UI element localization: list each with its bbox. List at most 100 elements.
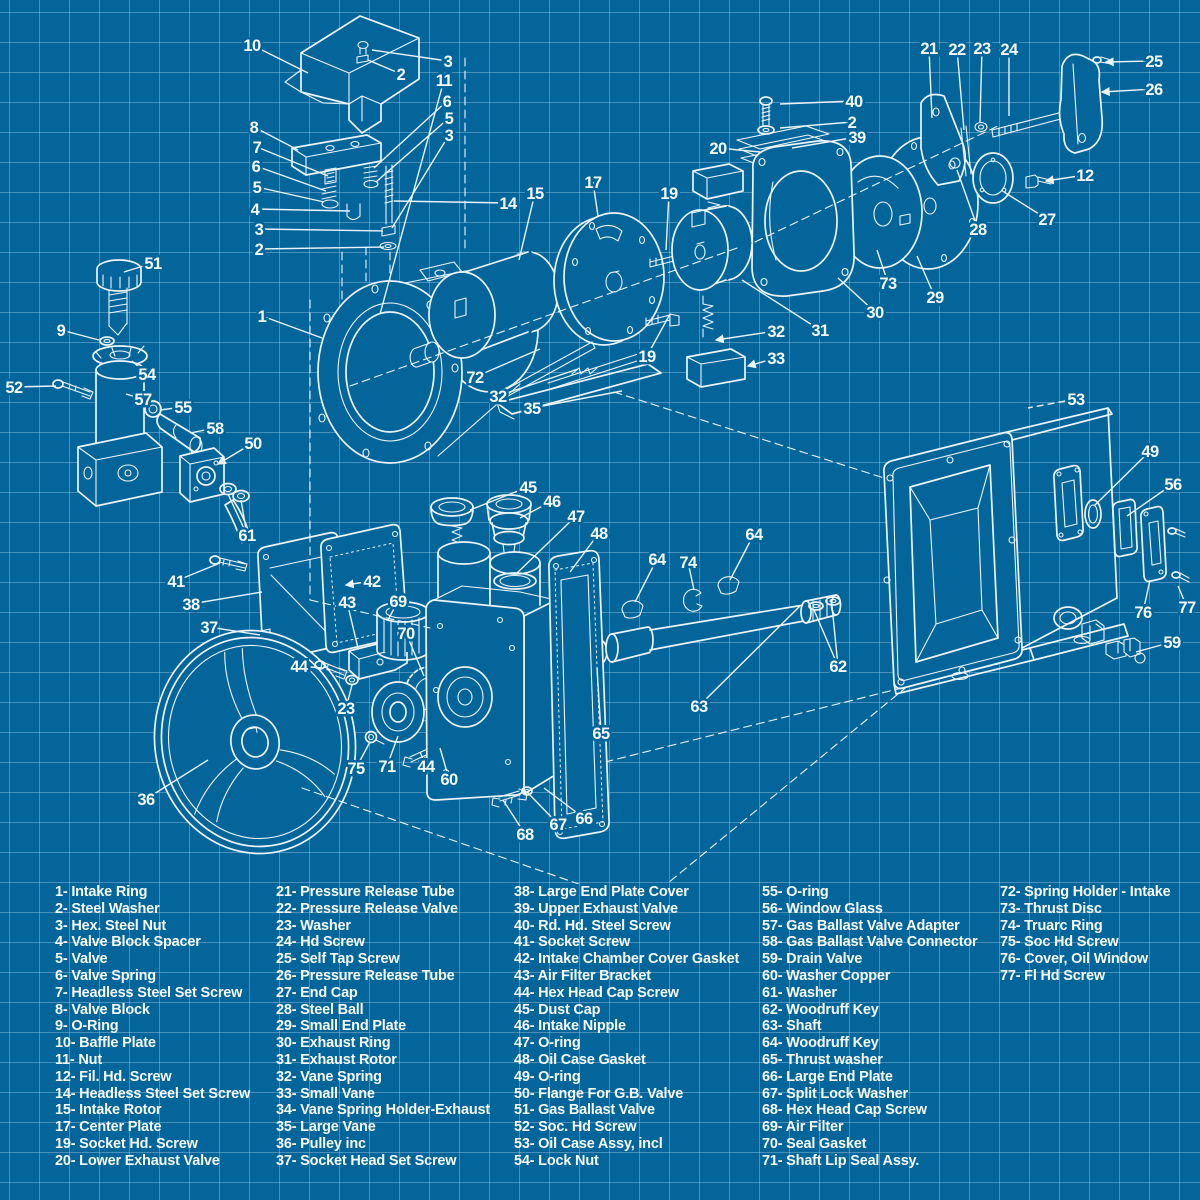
exploded-diagram: 1032116538765432141517194023920212223242… xyxy=(5,15,1197,884)
callout-label: 58 xyxy=(206,420,224,438)
callout-label: 10 xyxy=(243,37,261,55)
part-entry: 76- Cover, Oil Window xyxy=(1000,951,1148,968)
callout-label: 59 xyxy=(1163,634,1181,652)
part-entry: 54- Lock Nut xyxy=(514,1152,599,1169)
exhaust-rotor xyxy=(671,205,753,291)
callout-leader xyxy=(216,442,254,465)
part-entry: 14- Headless Steel Set Screw xyxy=(55,1085,251,1102)
callout-leader xyxy=(527,792,559,825)
part-entry: 26- Pressure Release Tube xyxy=(276,967,455,984)
callout-label: 23 xyxy=(337,700,355,718)
callout-leader xyxy=(646,313,671,357)
callout-leader xyxy=(175,562,221,582)
callout-leader xyxy=(346,601,359,649)
callout-leader xyxy=(1100,87,1155,97)
large-end-plate xyxy=(425,525,561,801)
callout-label: 33 xyxy=(767,350,785,368)
callout-label: 72 xyxy=(466,369,484,387)
shaft-lip-seal-71 xyxy=(371,681,425,743)
callout-label: 1 xyxy=(258,308,267,326)
callout-leader xyxy=(497,368,579,397)
callout-label: 6 xyxy=(443,93,452,111)
part-entry: 63- Shaft xyxy=(762,1018,822,1035)
callout-label: 68 xyxy=(516,826,534,844)
callout-label: 74 xyxy=(679,554,698,572)
spring-holder-intake xyxy=(1058,53,1113,154)
callout-leader xyxy=(469,486,529,511)
callout-label: 70 xyxy=(397,625,415,643)
callout-leader xyxy=(729,533,755,581)
callout-leader xyxy=(131,360,148,375)
callout-label: 63 xyxy=(690,698,708,716)
callout-label: 55 xyxy=(174,399,192,417)
callout-leader xyxy=(791,136,858,149)
callout-leader xyxy=(386,735,399,767)
callout-leader xyxy=(261,315,323,339)
part-entry: 6- Valve Spring xyxy=(55,967,156,984)
part-entry: 3- Hex. Steel Nut xyxy=(55,917,167,934)
callout-label: 67 xyxy=(549,816,567,834)
callout-leader xyxy=(208,626,261,636)
callout-label: 8 xyxy=(250,119,259,137)
small-vane xyxy=(686,348,746,388)
callout-leader xyxy=(371,49,449,62)
callout-leader xyxy=(298,665,323,669)
cap-screw-44-washer-23 xyxy=(314,660,359,686)
window-cover-76 xyxy=(1140,505,1167,583)
part-entry: 65- Thrust washer xyxy=(762,1051,883,1068)
callout-label: 3 xyxy=(444,53,453,71)
gb-connector-58 xyxy=(156,413,203,456)
callout-leader xyxy=(1044,174,1086,185)
part-entry: 70- Seal Gasket xyxy=(762,1135,867,1152)
part-entry: 17- Center Plate xyxy=(55,1119,162,1136)
part-entry: 53- Oil Case Assy, incl xyxy=(514,1135,663,1152)
callout-leader xyxy=(375,117,450,183)
construction-lines xyxy=(301,124,1001,884)
callout-leader xyxy=(592,181,599,217)
gas-ballast-valve xyxy=(96,259,142,336)
part-entry: 40- Rd. Hd. Steel Screw xyxy=(514,917,671,934)
part-entry: 36- Pulley inc xyxy=(276,1135,366,1152)
callout-leader xyxy=(474,348,541,378)
part-entry: 42- Intake Chamber Cover Gasket xyxy=(514,951,740,968)
callout-label: 29 xyxy=(926,289,944,307)
gb-adapter-57 xyxy=(77,360,163,507)
part-entry: 68- Hex Head Cap Screw xyxy=(762,1102,927,1119)
callout-leader xyxy=(876,249,889,284)
callout-leader xyxy=(746,357,777,369)
callout-label: 54 xyxy=(138,366,157,384)
callout-label: 46 xyxy=(543,493,561,511)
part-entry: 35- Large Vane xyxy=(276,1119,376,1136)
callout-label: 36 xyxy=(137,791,155,809)
callout-leader xyxy=(227,493,248,536)
part-entry: 21- Pressure Release Tube xyxy=(276,884,455,900)
callout-label: 32 xyxy=(767,323,785,341)
callout-leader xyxy=(419,751,427,767)
part-entry: 71- Shaft Lip Seal Assy. xyxy=(762,1152,920,1169)
callout-leader xyxy=(714,330,777,344)
callout-leader xyxy=(393,200,509,204)
callout-label: 32 xyxy=(489,388,507,406)
callout-leader xyxy=(779,100,855,105)
callout-leader xyxy=(256,186,325,203)
callout-label: 62 xyxy=(829,658,847,676)
part-entry: 49- O-ring xyxy=(514,1068,581,1085)
callout-leader xyxy=(240,499,248,536)
callout-leader xyxy=(687,561,695,591)
callout-label: 9 xyxy=(57,322,66,340)
thrust-disc xyxy=(837,155,923,269)
callout-label: 77 xyxy=(1178,599,1196,617)
part-entry: 44- Hex Head Cap Screw xyxy=(514,984,679,1001)
callout-leader xyxy=(515,515,577,575)
callout-label: 64 xyxy=(648,551,667,569)
callout-label: 38 xyxy=(182,596,200,614)
oil-case-gasket xyxy=(548,549,610,840)
callout-leader xyxy=(345,684,353,709)
callout-leader xyxy=(741,279,821,331)
callout-leader xyxy=(1003,191,1048,220)
callout-leader xyxy=(251,44,309,74)
callout-label: 47 xyxy=(567,508,585,526)
part-entry: 67- Split Lock Washer xyxy=(762,1085,908,1102)
